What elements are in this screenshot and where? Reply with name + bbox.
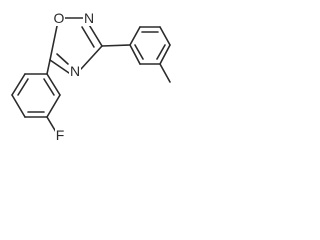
atom-n2: N (83, 10, 95, 26)
phenyl-bond-2 (11, 73, 26, 96)
molecule-structure: O N N F (11, 10, 171, 143)
bond-n2-c3 (87, 22, 103, 47)
atom-label-o1: O (54, 10, 65, 26)
bond-c3-tolyl (101, 44, 131, 47)
atom-n4: N (69, 63, 81, 79)
tolyl-bond-4 (159, 44, 171, 65)
phenyl-bond-6 (46, 73, 61, 96)
phenyl-inner-1 (17, 78, 29, 96)
tolyl-inner-3 (134, 44, 144, 60)
bond-c5-phenyl (46, 59, 51, 75)
atom-f: F (55, 127, 66, 143)
bond-c5-o1 (49, 25, 58, 61)
atom-label-f: F (56, 127, 65, 143)
tolyl-ring (129, 26, 171, 83)
atom-label-n4: N (70, 63, 80, 79)
methyl-bond (159, 63, 171, 83)
bond-c5-n4-double (56, 53, 69, 65)
atom-label-n2: N (84, 10, 94, 26)
tolyl-bond-1 (129, 26, 141, 46)
bond-n4-c5 (49, 59, 70, 74)
fluorophenyl-ring (11, 73, 61, 133)
oxadiazole-ring (49, 17, 103, 74)
tolyl-inner-2 (156, 44, 166, 60)
phenyl-bond-3 (11, 94, 26, 118)
phenyl-bond-5 (46, 94, 61, 118)
bond-c3-n4 (80, 45, 103, 70)
fluorine-bond (46, 116, 57, 133)
tolyl-bond-6 (129, 44, 141, 65)
atom-o1: O (53, 10, 65, 26)
tolyl-bond-3 (159, 26, 171, 46)
phenyl-inner-3 (43, 78, 55, 96)
bond-n2-c3-double (81, 26, 95, 48)
